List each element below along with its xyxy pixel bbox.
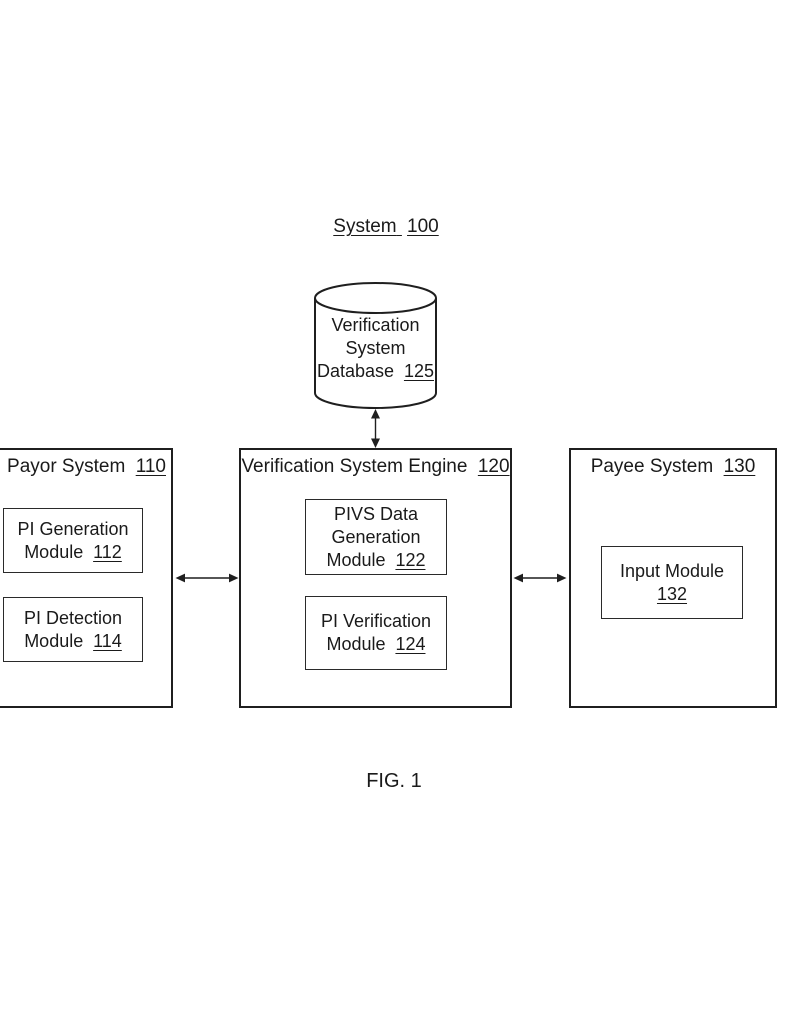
database-ref-number: 125: [403, 361, 434, 381]
engine-ref-number: 120: [477, 456, 510, 477]
module-132-ref-number: 132: [656, 583, 688, 604]
payor-system-box: Payor System 110: [0, 448, 173, 708]
diagram-title-text: System: [333, 216, 397, 237]
pi-generation-module-box: PI Generation Module 112: [3, 508, 143, 573]
pi-verification-module-box: PI Verification Module 124: [305, 596, 447, 670]
diagram-title-number: 100: [407, 216, 439, 237]
database-engine-arrow: [371, 409, 380, 448]
module-124-ref-number: 124: [395, 634, 426, 654]
input-module-box: Input Module 132: [601, 546, 743, 619]
module-112-ref-number: 112: [93, 541, 122, 562]
payor-system-label: Payor System 110: [7, 456, 166, 477]
database-label-line1: Verification: [331, 315, 420, 335]
payor-ref-number: 110: [135, 456, 166, 477]
module-122-ref-number: 122: [395, 549, 426, 570]
database-label: Verification System Database 125: [314, 314, 437, 383]
engine-payee-arrow: [513, 573, 567, 583]
database-label-line2: System: [345, 338, 406, 358]
pi-detection-module-box: PI Detection Module 114: [3, 597, 143, 662]
payee-ref-number: 130: [723, 456, 756, 477]
payor-engine-arrow: [175, 573, 239, 583]
figure-caption: FIG. 1: [366, 770, 422, 792]
database-label-line3: Database 125: [317, 361, 434, 381]
verification-engine-label: Verification System Engine 120: [241, 456, 510, 477]
verification-engine-box: Verification System Engine 120: [239, 448, 512, 708]
module-114-ref-number: 114: [93, 630, 122, 651]
diagram-title: System 100: [286, 216, 486, 238]
pivs-data-generation-module-box: PIVS Data Generation Module 122: [305, 499, 447, 575]
payee-system-label: Payee System 130: [590, 456, 756, 477]
